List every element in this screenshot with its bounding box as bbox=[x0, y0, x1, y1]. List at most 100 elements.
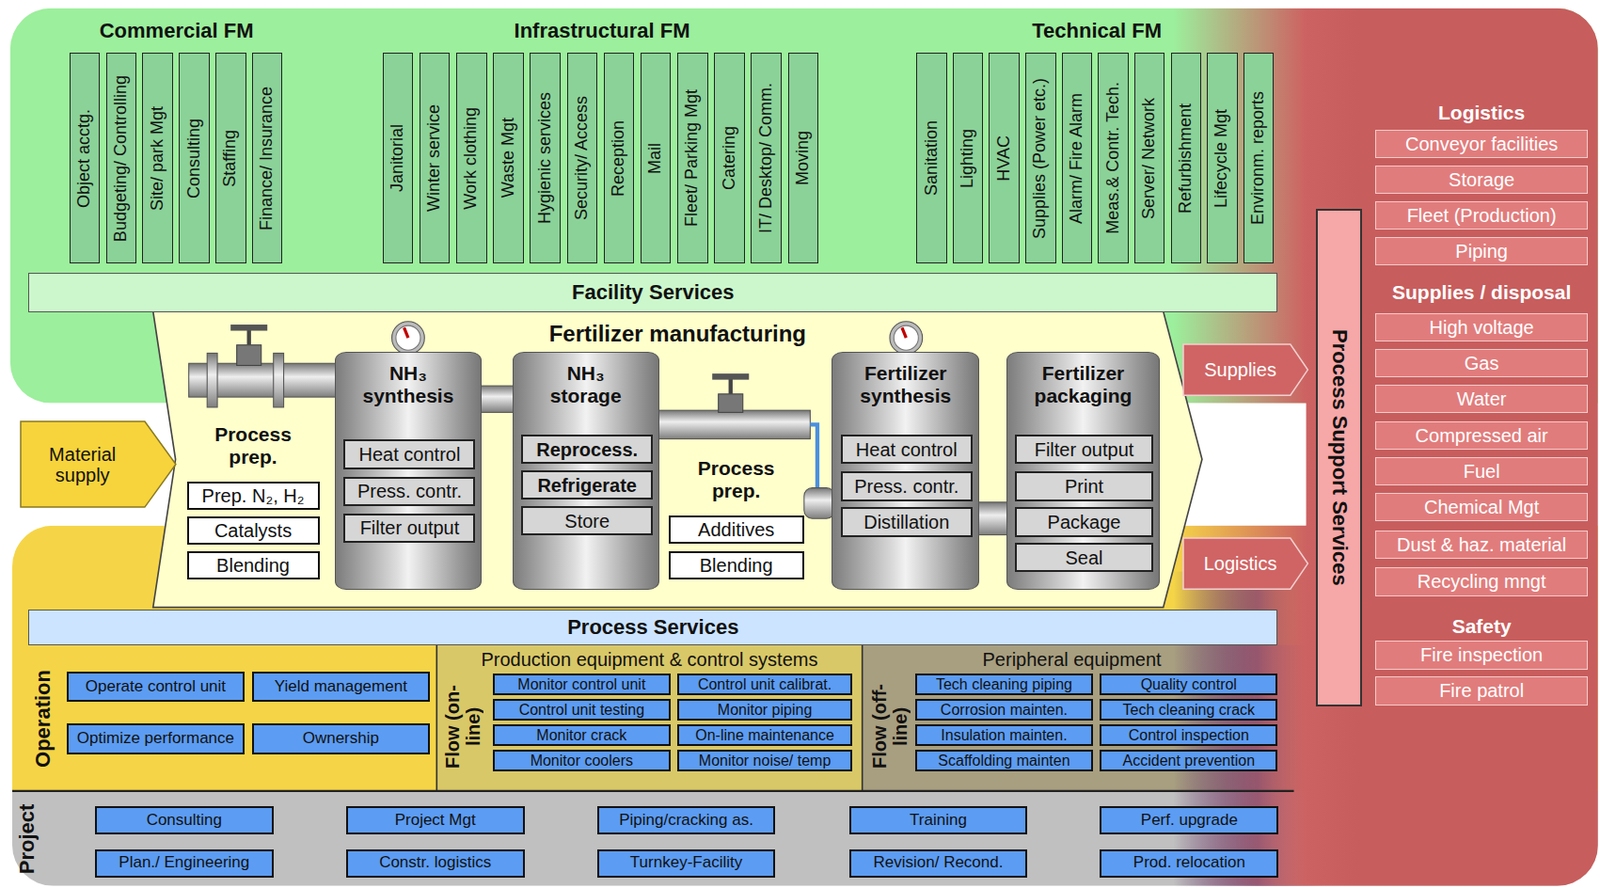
box-label: Catalysts bbox=[214, 520, 292, 541]
service-box: Plan./ Engineering bbox=[95, 849, 274, 878]
group-heading: Peripheral equipment bbox=[863, 649, 1282, 671]
service-box: Turnkey-Facility bbox=[597, 849, 777, 878]
box-label: Plan./ Engineering bbox=[118, 854, 250, 872]
box-label: Flow (on-line) bbox=[442, 677, 484, 777]
service-box: Constr. logistics bbox=[346, 849, 525, 878]
service-box: Monitor noise/ temp bbox=[677, 749, 853, 772]
service-bar: Process Support Services bbox=[1315, 208, 1363, 706]
tank-step: Heat control bbox=[343, 439, 476, 469]
box-label: Logistics bbox=[1203, 553, 1278, 574]
box-label: Monitor control unit bbox=[517, 676, 646, 694]
service-box: Storage bbox=[1375, 165, 1588, 194]
service-box: Fleet (Production) bbox=[1375, 201, 1588, 230]
service-group: OperationOperate control unitYield manag… bbox=[28, 649, 435, 789]
box-label: Optimize performance bbox=[77, 729, 235, 748]
box-label: Server/ Network bbox=[1140, 97, 1159, 220]
box-label: Sanitation bbox=[922, 120, 942, 196]
service-box: Tech cleaning piping bbox=[915, 673, 1094, 696]
service-column: Refurbishment bbox=[1171, 52, 1203, 263]
process-tank: Fertilizer packagingFilter outputPrintPa… bbox=[1006, 351, 1161, 590]
service-column: Environm. reports bbox=[1243, 52, 1275, 263]
group-heading: Production equipment & control systems bbox=[436, 649, 862, 671]
tank-step: Filter output bbox=[1014, 434, 1153, 464]
box-label: Storage bbox=[1448, 169, 1515, 191]
box-label: Monitor noise/ temp bbox=[698, 752, 832, 770]
box-label: Consulting bbox=[185, 118, 205, 199]
box-label: Janitorial bbox=[388, 124, 408, 192]
service-group: Supplies / disposalHigh voltageGasWaterC… bbox=[1375, 281, 1588, 598]
box-label: Insulation mainten. bbox=[940, 727, 1067, 745]
flow-arrow: Supplies bbox=[1183, 344, 1308, 396]
box-label: Winter service bbox=[425, 104, 444, 212]
group-heading: Process prep. bbox=[205, 423, 301, 469]
valve-handle bbox=[230, 324, 268, 332]
box-label: Facility Services bbox=[571, 281, 734, 304]
box-label: Refurbishment bbox=[1176, 103, 1196, 214]
service-box: Monitor control unit bbox=[492, 673, 671, 696]
service-column: Moving bbox=[788, 52, 820, 263]
service-column: Waste Mgt bbox=[492, 52, 524, 263]
group-heading: Technical FM bbox=[914, 18, 1280, 43]
service-box: Fuel bbox=[1375, 457, 1588, 486]
box-label: Conveyor facilities bbox=[1405, 133, 1558, 155]
box-label: Control unit calibrat. bbox=[697, 676, 832, 694]
service-box: Monitor piping bbox=[677, 698, 853, 721]
service-column: Meas.& Contr. Tech. bbox=[1097, 52, 1129, 263]
box-label: Fleet/ Parking Mgt bbox=[682, 89, 702, 227]
pipe-flange bbox=[273, 352, 285, 408]
box-label: Revision/ Recond. bbox=[873, 854, 1004, 872]
service-column: Finance/ Insurance bbox=[252, 52, 284, 263]
box-label: Filter output bbox=[360, 517, 460, 539]
gauge-face bbox=[893, 325, 919, 350]
box-label: Lighting bbox=[958, 128, 978, 189]
service-box: Tech cleaning crack bbox=[1099, 698, 1278, 721]
service-box: Accident prevention bbox=[1099, 749, 1278, 772]
box-label: Operation bbox=[31, 669, 56, 768]
service-group: LogisticsConveyor facilitiesStorageFleet… bbox=[1375, 101, 1588, 268]
box-label: Blending bbox=[216, 554, 290, 576]
box-label: Catering bbox=[720, 126, 740, 191]
service-column: Fleet/ Parking Mgt bbox=[677, 52, 709, 263]
process-step: Process prep.AdditivesBlending bbox=[668, 457, 805, 582]
box-label: Training bbox=[909, 811, 967, 830]
service-group: Peripheral equipmentFlow (off-line)Tech … bbox=[863, 648, 1282, 790]
box-label: Hygienic services bbox=[536, 92, 555, 224]
box-label: Blending bbox=[699, 554, 774, 576]
box-label: Moving bbox=[793, 130, 813, 186]
box-label: Control inspection bbox=[1128, 727, 1250, 745]
box-label: Project Mgt bbox=[395, 811, 476, 830]
box-label: Prod. relocation bbox=[1133, 854, 1246, 872]
box-label: Fuel bbox=[1463, 460, 1501, 482]
group-heading: NH₃ storage bbox=[533, 362, 639, 408]
box-label: Piping bbox=[1455, 240, 1508, 262]
service-column: Hygienic services bbox=[529, 52, 561, 263]
valve-stem bbox=[728, 377, 733, 394]
process-tank: NH₃ synthesisHeat controlPress. contr.Fi… bbox=[334, 351, 482, 590]
service-box: Control inspection bbox=[1099, 724, 1278, 746]
box-label: Fire inspection bbox=[1420, 644, 1543, 666]
box-label: Process Support Services bbox=[1328, 329, 1351, 587]
service-column: Lifecycle Mgt bbox=[1206, 52, 1238, 263]
box-label: Mail bbox=[646, 142, 666, 175]
box-label: Tech cleaning piping bbox=[935, 676, 1073, 694]
box-label: Chemical Mgt bbox=[1424, 496, 1539, 518]
pressure-gauge bbox=[392, 321, 426, 355]
box-label: Yield management bbox=[274, 678, 408, 697]
service-column: Security/ Access bbox=[567, 52, 599, 263]
box-label: Control unit testing bbox=[519, 701, 645, 719]
process-box: Prep. N₂, H₂ bbox=[187, 481, 320, 510]
service-box: Yield management bbox=[252, 671, 430, 703]
box-label: Seal bbox=[1065, 547, 1104, 569]
box-label: Distillation bbox=[863, 511, 950, 533]
process-arrow-shape bbox=[153, 311, 1203, 608]
group-heading: Fertilizer manufacturing bbox=[153, 320, 1203, 348]
box-label: Reception bbox=[609, 120, 629, 197]
service-box: Optimize performance bbox=[66, 723, 246, 755]
blue-line bbox=[809, 424, 818, 488]
service-box: Scaffolding mainten bbox=[915, 749, 1094, 772]
box-label: Corrosion mainten. bbox=[940, 701, 1068, 719]
service-band: Process Services bbox=[28, 609, 1278, 646]
pipe-elbow bbox=[804, 488, 836, 520]
tank-step: Package bbox=[1014, 506, 1153, 537]
